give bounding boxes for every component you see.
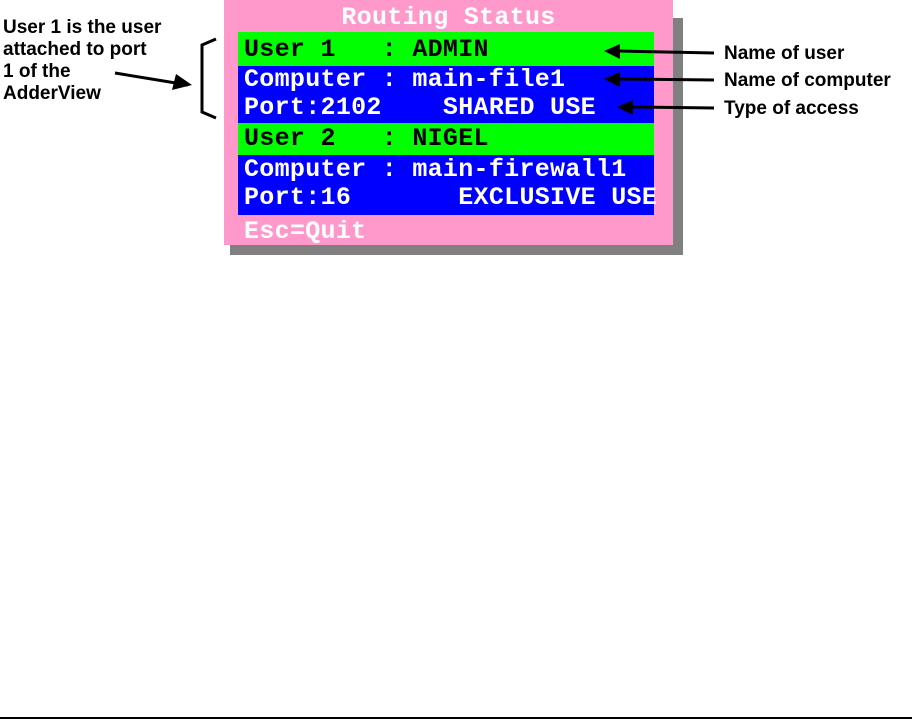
user-2-name: User 2 : NIGEL bbox=[244, 124, 489, 153]
user-1-computer-block: Computer : main-file1 Port:2102 SHARED U… bbox=[238, 66, 654, 123]
user-2-port: Port:16 EXCLUSIVE USE bbox=[244, 183, 658, 212]
bracket bbox=[200, 37, 217, 120]
user-2-row: User 2 : NIGEL bbox=[238, 123, 654, 155]
esc-quit-hint[interactable]: Esc=Quit bbox=[244, 217, 367, 246]
access-arrowhead bbox=[617, 100, 633, 115]
panel-title: Routing Status bbox=[341, 3, 556, 32]
bottom-rule bbox=[0, 717, 912, 719]
type-of-access-label: Type of access bbox=[724, 98, 859, 119]
user-1-name: User 1 : ADMIN bbox=[244, 35, 489, 64]
user-1-row: User 1 : ADMIN bbox=[238, 32, 654, 66]
user-2-computer-block: Computer : main-firewall1 Port:16 EXCLUS… bbox=[238, 155, 658, 215]
user-arrow-line bbox=[619, 49, 715, 55]
user-port-note: User 1 is the user attached to port 1 of… bbox=[3, 17, 162, 104]
access-arrow-line bbox=[631, 105, 715, 110]
name-of-user-label: Name of user bbox=[724, 43, 845, 64]
user-1-computer: Computer : main-file1 bbox=[244, 65, 566, 94]
user-arrowhead bbox=[604, 44, 620, 59]
note-arrowhead bbox=[172, 74, 192, 90]
user-2-computer: Computer : main-firewall1 bbox=[244, 155, 627, 184]
computer-arrow-line bbox=[619, 77, 715, 82]
routing-status-panel: Routing Status User 1 : ADMIN Computer :… bbox=[224, 0, 673, 246]
name-of-computer-label: Name of computer bbox=[724, 70, 891, 91]
user-1-port: Port:2102 SHARED USE bbox=[244, 93, 596, 122]
annotation-arrows bbox=[114, 37, 715, 120]
computer-arrowhead bbox=[604, 72, 620, 87]
